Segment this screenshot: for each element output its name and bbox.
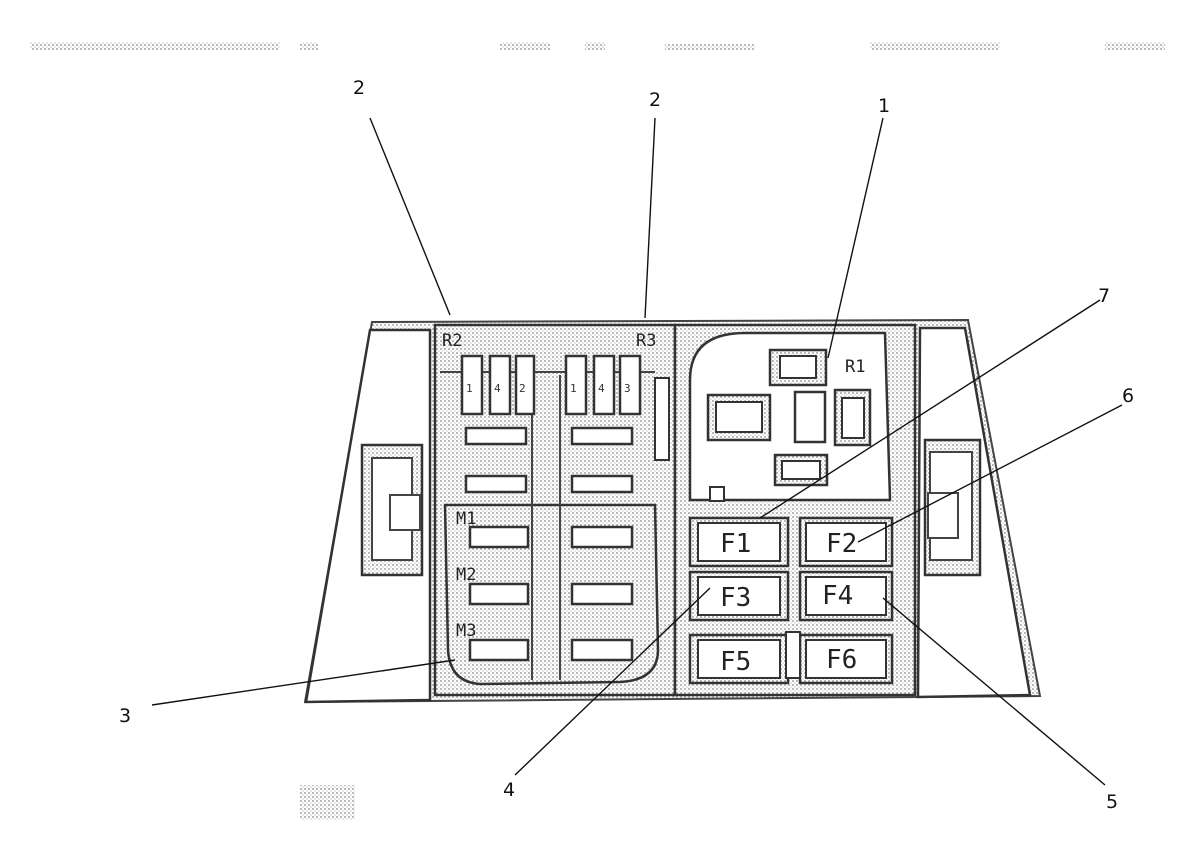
- relay-block-left: 1 4 2 1 4 3 R2 R3 M1 M2 M3: [433, 323, 677, 697]
- pin-label-left-2: 4: [494, 382, 501, 395]
- pin-label-right-2: 4: [598, 382, 605, 395]
- scan-noise: [30, 42, 1165, 820]
- callout-6: 6: [1122, 385, 1134, 407]
- pin-label-left-1: 1: [466, 382, 473, 395]
- callout-2-left: 2: [353, 77, 365, 99]
- fuse-f6: F6: [826, 645, 857, 675]
- callout-7: 7: [1098, 285, 1110, 307]
- callout-4: 4: [503, 779, 515, 801]
- fuse-f5: F5: [720, 647, 751, 677]
- label-m2: M2: [456, 565, 476, 585]
- callout-1: 1: [878, 95, 890, 117]
- callout-5: 5: [1106, 791, 1118, 813]
- leader-lines: [151, 117, 1123, 786]
- pin-label-right-1: 1: [570, 382, 577, 395]
- label-m3: M3: [456, 621, 476, 641]
- relay-block-right: R1 F1 F2 F3 F4 F5 F6: [673, 323, 917, 697]
- label-m1: M1: [456, 509, 476, 529]
- label-r2: R2: [442, 331, 462, 351]
- label-r3: R3: [636, 331, 656, 351]
- callout-2-right: 2: [649, 89, 661, 111]
- fuse-f3: F3: [720, 583, 751, 613]
- fuse-f1: F1: [720, 529, 751, 559]
- callout-3: 3: [119, 705, 131, 727]
- label-r1: R1: [845, 357, 865, 377]
- fuse-f2: F2: [826, 529, 857, 559]
- pin-label-right-3: 3: [624, 382, 631, 395]
- pin-label-left-3: 2: [519, 382, 526, 395]
- fuse-f4: F4: [822, 581, 853, 611]
